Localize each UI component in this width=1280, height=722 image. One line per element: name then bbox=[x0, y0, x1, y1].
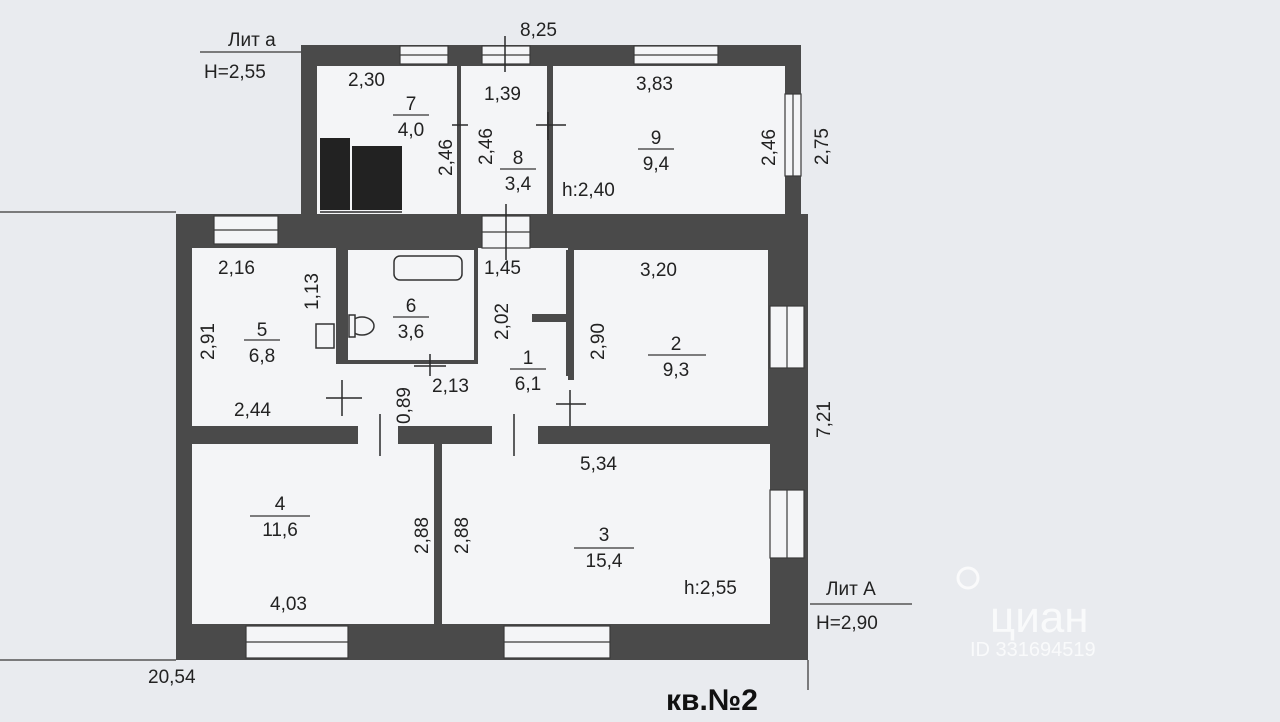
watermark: циан ID 331694519 bbox=[956, 566, 1096, 661]
r5-height: 2,91 bbox=[198, 323, 219, 360]
watermark-id: ID 331694519 bbox=[970, 639, 1096, 661]
room-3 bbox=[442, 444, 770, 624]
r8-width: 1,39 bbox=[484, 84, 521, 105]
room-5-number: 5 bbox=[257, 320, 268, 341]
room-7-number: 7 bbox=[406, 94, 417, 115]
room-3-number: 3 bbox=[599, 525, 610, 546]
r2-width: 3,20 bbox=[640, 260, 677, 281]
r1-height: 2,02 bbox=[492, 303, 513, 340]
apartment-title: кв.№2 bbox=[666, 684, 758, 717]
r2-height: 2,90 bbox=[588, 323, 609, 360]
room-6-number: 6 bbox=[406, 296, 417, 317]
right-top-dim: 2,75 bbox=[812, 128, 833, 165]
r5-width: 2,16 bbox=[218, 258, 255, 279]
door-opening bbox=[492, 426, 538, 444]
room-8-area: 3,4 bbox=[505, 174, 532, 195]
room-6-area: 3,6 bbox=[398, 322, 424, 343]
room-9-number: 9 bbox=[651, 128, 662, 149]
room-1 bbox=[478, 248, 568, 426]
h-small-label: H=2,55 bbox=[204, 62, 266, 83]
h-room-main-label: h:2,55 bbox=[684, 578, 737, 599]
r4-height: 2,88 bbox=[412, 517, 433, 554]
room-2-number: 2 bbox=[671, 334, 682, 355]
room-1-number: 1 bbox=[523, 348, 534, 369]
r7-height: 2,46 bbox=[436, 139, 457, 176]
watermark-brand: циан bbox=[990, 593, 1089, 642]
room-7-area: 4,0 bbox=[398, 120, 424, 141]
room-9-area: 9,4 bbox=[643, 154, 670, 175]
partition bbox=[566, 250, 574, 376]
r3-height: 2,88 bbox=[452, 517, 473, 554]
sink-symbol bbox=[315, 323, 335, 349]
r5-top: 1,13 bbox=[302, 273, 323, 310]
r3-width: 5,34 bbox=[580, 454, 617, 475]
lit-a-big-label: Лит А bbox=[826, 579, 876, 600]
lit-a-small-label: Лит а bbox=[228, 30, 276, 51]
partition bbox=[532, 314, 568, 322]
room-8 bbox=[461, 66, 547, 214]
r7-width: 2,30 bbox=[348, 70, 385, 91]
room-4-area: 11,6 bbox=[262, 520, 298, 541]
h-big-label: H=2,90 bbox=[816, 613, 878, 634]
stairs-symbol bbox=[352, 146, 402, 210]
r1-width: 1,45 bbox=[484, 258, 521, 279]
room-2-area: 9,3 bbox=[663, 360, 689, 381]
toilet-tank bbox=[348, 314, 356, 338]
room-2 bbox=[574, 250, 768, 426]
room-5 bbox=[192, 248, 336, 426]
room-4 bbox=[192, 444, 434, 624]
room-5-area: 6,8 bbox=[249, 346, 275, 367]
room-1-area: 6,1 bbox=[515, 374, 541, 395]
bathtub-symbol bbox=[393, 255, 463, 281]
room-8-number: 8 bbox=[513, 148, 524, 169]
h-room-label: h:2,40 bbox=[562, 180, 615, 201]
stairs-symbol bbox=[320, 138, 350, 210]
room-4-number: 4 bbox=[275, 494, 286, 515]
r8-height: 2,46 bbox=[476, 128, 497, 165]
right-dim: 7,21 bbox=[814, 401, 835, 438]
corridor-dim: 0,89 bbox=[394, 387, 415, 424]
corridor-6-1 bbox=[336, 364, 478, 426]
width-total-dim: 8,25 bbox=[520, 20, 557, 41]
watermark-pin-icon bbox=[956, 566, 980, 590]
r9-height: 2,46 bbox=[759, 129, 780, 166]
room-9 bbox=[553, 66, 785, 214]
r4-width: 4,03 bbox=[270, 594, 307, 615]
r1-bottom: 2,13 bbox=[432, 376, 469, 397]
room-3-area: 15,4 bbox=[586, 551, 623, 572]
r5-bottom: 2,44 bbox=[234, 400, 271, 421]
r9-width: 3,83 bbox=[636, 74, 673, 95]
bottom-left-dim: 20,54 bbox=[148, 667, 196, 688]
door-opening bbox=[358, 426, 398, 444]
